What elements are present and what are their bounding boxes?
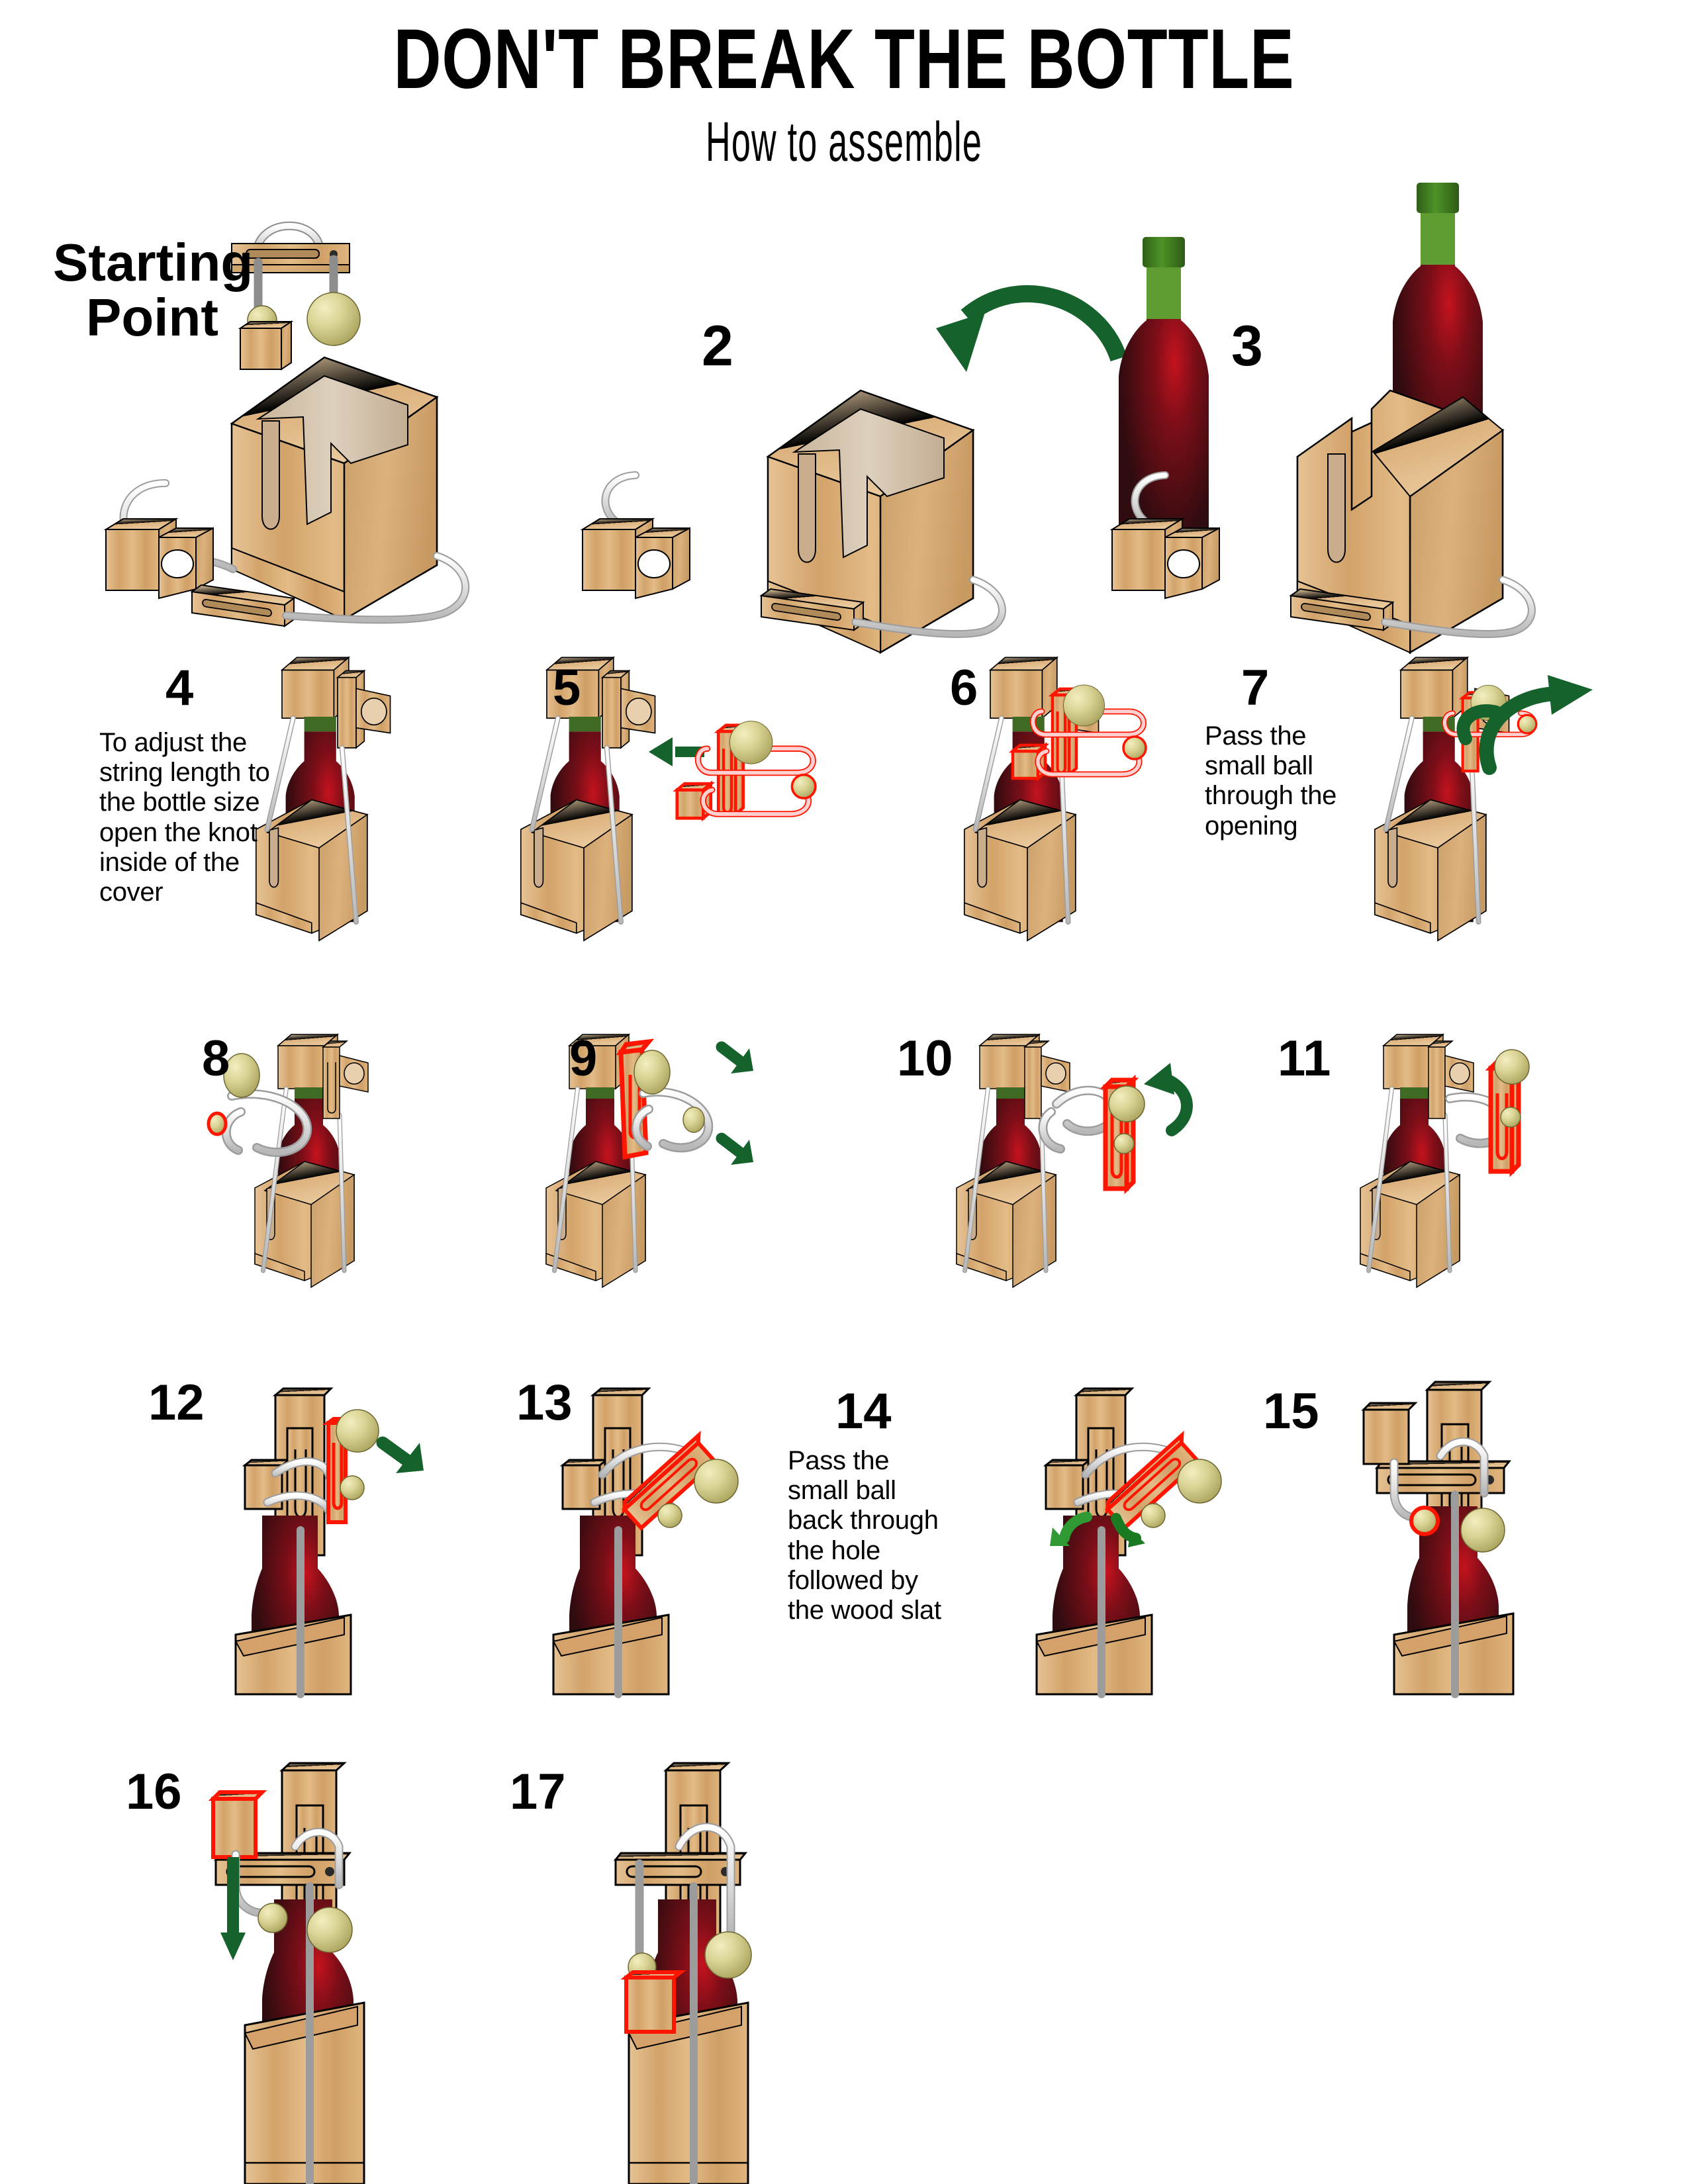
step-8-number: 8 xyxy=(202,1030,230,1087)
step-16-illustration xyxy=(208,1762,365,2184)
step-12-number: 12 xyxy=(148,1375,205,1431)
step-16: 16 xyxy=(99,1734,470,2184)
step-4: 4 To adjust the string length to the bot… xyxy=(26,655,437,966)
step-starting-point: Starting Point xyxy=(40,199,543,635)
green-arrow-2 xyxy=(936,285,1127,372)
green-arrow-14-right xyxy=(1111,1513,1145,1547)
page-header: DON'T BREAK THE BOTTLE How to assemble xyxy=(0,0,1688,173)
step-14-text: Pass the small ball back through the hol… xyxy=(788,1446,941,1625)
step-4-number: 4 xyxy=(165,660,194,716)
highlighted-cube-16 xyxy=(208,1790,267,1859)
step-15-number: 15 xyxy=(1263,1383,1319,1439)
step-16-number: 16 xyxy=(126,1764,182,1820)
row-1: Starting Point xyxy=(0,183,1688,655)
step-7-illustration xyxy=(1374,656,1593,942)
step-3-illustration xyxy=(1109,183,1536,655)
starting-point-illustration xyxy=(103,221,470,627)
step-10-number: 10 xyxy=(897,1030,953,1087)
step-7: 7 Pass the small ball through the openin… xyxy=(1198,655,1688,966)
step-9-illustration xyxy=(545,1033,753,1289)
step-8: 8 xyxy=(26,1006,437,1324)
step-8-illustration xyxy=(207,1033,369,1289)
green-arrow-16 xyxy=(220,1857,246,1960)
step-7-number: 7 xyxy=(1241,660,1270,716)
step-7-text: Pass the small ball through the opening xyxy=(1205,721,1337,841)
page-title: DON'T BREAK THE BOTTLE xyxy=(393,12,1295,107)
step-14: 14 Pass the small ball back through the … xyxy=(788,1350,1251,1698)
small-ball-highlight-15 xyxy=(1409,1506,1440,1536)
green-arrow-12 xyxy=(376,1436,424,1473)
green-arrow-7 xyxy=(1456,675,1593,775)
step-11: 11 xyxy=(1258,1006,1681,1324)
highlighted-slat-13 xyxy=(622,1430,718,1531)
step-13: 13 xyxy=(503,1350,808,1698)
green-arrow-9-upper xyxy=(716,1041,753,1073)
page-subtitle: How to assemble xyxy=(705,111,983,173)
highlighted-slat-group-6 xyxy=(1008,684,1147,782)
step-14-illustration xyxy=(1035,1387,1222,1698)
row-5: 16 xyxy=(0,1734,1688,2184)
green-arrow-10 xyxy=(1144,1063,1193,1136)
row-2: 4 To adjust the string length to the bot… xyxy=(0,655,1688,966)
step-12-illustration xyxy=(234,1387,424,1698)
step-15: 15 xyxy=(1231,1350,1575,1698)
step-2-number: 2 xyxy=(702,314,733,378)
step-11-illustration xyxy=(1360,1033,1530,1289)
step-13-illustration xyxy=(552,1387,739,1698)
step-2-illustration xyxy=(580,237,1209,655)
step-17-number: 17 xyxy=(510,1764,566,1820)
step-17-illustration xyxy=(613,1762,752,2184)
highlighted-slat-group-5 xyxy=(673,721,817,822)
step-10-illustration xyxy=(956,1033,1193,1289)
starting-point-label: Starting Point xyxy=(53,233,254,347)
step-10: 10 xyxy=(880,1006,1291,1324)
step-3-number: 3 xyxy=(1231,314,1263,378)
step-17: 17 xyxy=(483,1734,854,2184)
step-6-number: 6 xyxy=(950,660,978,716)
step-15-illustration xyxy=(1361,1381,1515,1698)
step-3: 3 xyxy=(1109,183,1655,655)
step-9-number: 9 xyxy=(569,1030,598,1087)
step-2: 2 xyxy=(580,199,1209,655)
step-13-number: 13 xyxy=(516,1375,573,1431)
highlighted-cube-17 xyxy=(620,1970,686,2034)
step-4-text: To adjust the string length to the bottl… xyxy=(99,728,270,907)
green-arrow-14-left xyxy=(1050,1512,1092,1546)
step-4-illustration xyxy=(255,656,391,942)
step-5-illustration xyxy=(520,656,817,942)
step-5: 5 xyxy=(437,655,847,966)
step-14-number: 14 xyxy=(835,1383,892,1439)
step-11-number: 11 xyxy=(1278,1030,1331,1087)
green-arrow-9-lower xyxy=(716,1132,753,1165)
row-4: 12 xyxy=(0,1350,1688,1698)
step-12: 12 xyxy=(119,1350,463,1698)
step-6: 6 xyxy=(880,655,1291,966)
step-5-number: 5 xyxy=(553,660,581,716)
row-3: 8 xyxy=(0,1006,1688,1324)
step-9: 9 xyxy=(437,1006,847,1324)
step-6-illustration xyxy=(963,656,1147,942)
